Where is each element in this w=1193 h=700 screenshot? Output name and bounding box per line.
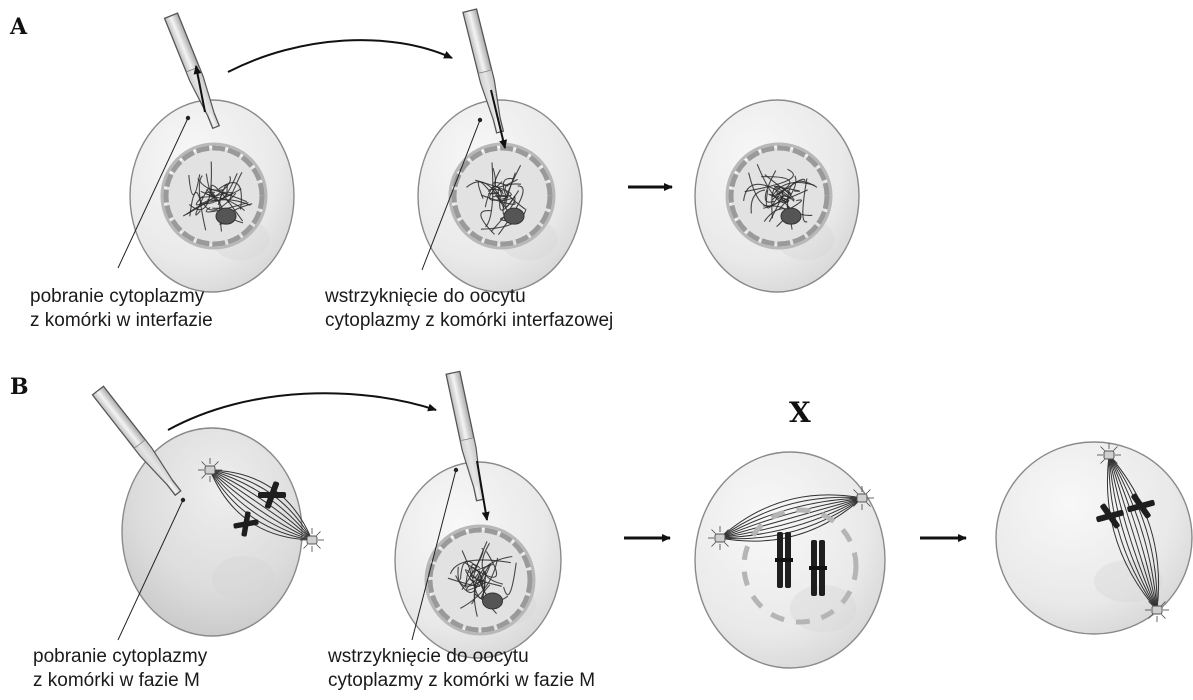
centrosome [307, 536, 317, 544]
aster-ray [316, 544, 320, 548]
mitotic-cell-icon [996, 442, 1192, 634]
caption-b-right: wstrzyknięcie do oocytu cytoplazmy z kom… [328, 645, 595, 693]
caption-a-right-line-1: wstrzyknięcie do oocytu [325, 285, 613, 309]
cell-shadow [212, 556, 275, 602]
transfer-arrow-icon [168, 393, 436, 430]
caption-a-left-line-1: pobranie cytoplazmy [30, 285, 213, 309]
nucleolus [483, 593, 503, 609]
caption-b-right-line-2: cytoplazmy z komórki w fazie M [328, 669, 595, 693]
panel-b-label: B [10, 374, 29, 400]
caption-a-left: pobranie cytoplazmy z komórki w interfaz… [30, 285, 213, 333]
panel-a-label: A [10, 14, 27, 40]
transfer-arrow-icon [228, 40, 452, 72]
pointer-b-right-dot [454, 468, 458, 472]
caption-a-left-line-2: z komórki w interfazie [30, 309, 213, 333]
aster-ray [304, 544, 308, 548]
nucleolus [504, 208, 524, 224]
pointer-b-left-dot [181, 498, 185, 502]
caption-b-left-line-1: pobranie cytoplazmy [33, 645, 207, 669]
centromere [775, 558, 793, 562]
pointer-a-left-dot [186, 116, 190, 120]
centromere [809, 566, 827, 570]
caption-b-right-line-1: wstrzyknięcie do oocytu [328, 645, 595, 669]
aster-ray [866, 490, 870, 494]
centrosome [1104, 451, 1114, 459]
centrosome [857, 494, 867, 502]
centrosome [715, 534, 725, 542]
interphase-cell-icon [130, 100, 294, 292]
unknown-outcome-label: X [789, 396, 811, 429]
nucleolus [781, 208, 801, 224]
interphase-nucleus [162, 144, 266, 248]
pointer-a-right-dot [478, 118, 482, 122]
caption-a-right-line-2: cytoplazmy z komórki interfazowej [325, 309, 613, 333]
nucleolus [216, 208, 236, 224]
interphase-nucleus [727, 144, 831, 248]
caption-b-left: pobranie cytoplazmy z komórki w fazie M [33, 645, 207, 693]
mitotic-cell-icon [695, 452, 885, 668]
interphase-nucleus [426, 526, 534, 634]
interphase-cell-icon [695, 100, 859, 292]
centrosome [205, 466, 215, 474]
aster-ray [1161, 614, 1165, 618]
centrosome [1152, 606, 1162, 614]
aster-ray [316, 532, 320, 536]
chromatid [258, 492, 286, 498]
interphase-nucleus [450, 144, 554, 248]
caption-a-right: wstrzyknięcie do oocytu cytoplazmy z kom… [325, 285, 613, 333]
nuclear-envelope [731, 148, 827, 244]
cell-membrane [996, 442, 1192, 634]
caption-b-left-line-2: z komórki w fazie M [33, 669, 207, 693]
